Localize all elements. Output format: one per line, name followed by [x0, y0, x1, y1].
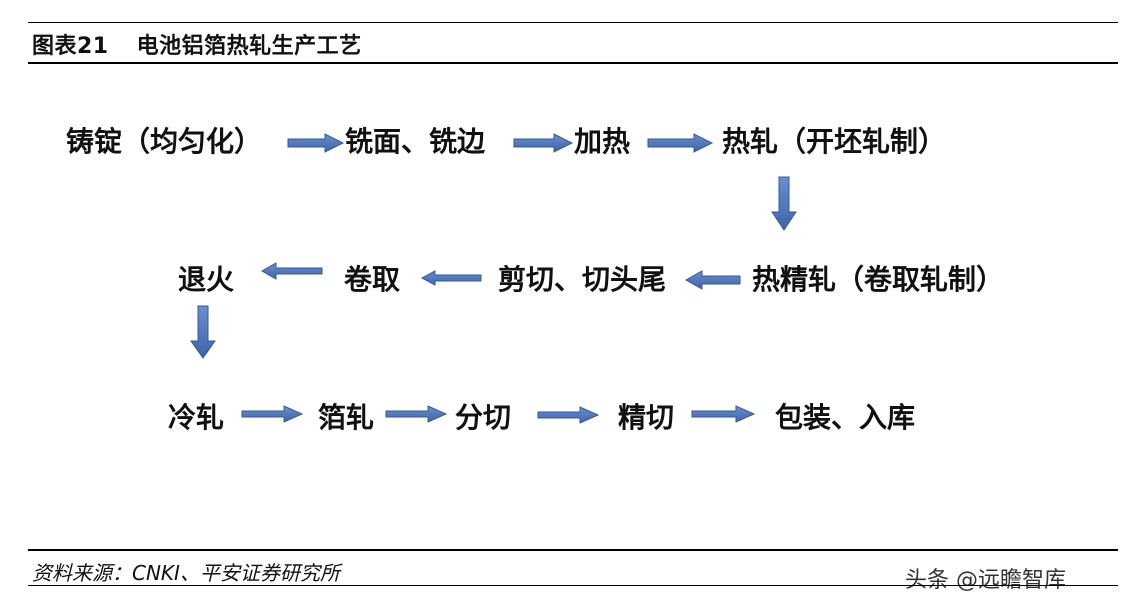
figure-header: 图表21 电池铝箔热轧生产工艺 [32, 28, 362, 60]
node-foil-rolling: 箔轧 [318, 401, 375, 434]
arrow-foil-to-slitting [385, 405, 448, 423]
node-milling: 铣面、铣边 [345, 125, 486, 158]
footer-top-rule [28, 549, 1118, 551]
arrow-annealing-to-cold-rolling [190, 305, 216, 359]
arrow-fine-cutting-to-packing [691, 405, 756, 423]
arrow-coiling-to-annealing [260, 262, 323, 280]
arrow-shearing-to-coiling [420, 270, 482, 286]
node-annealing: 退火 [178, 263, 235, 296]
node-heating: 加热 [574, 125, 631, 158]
node-packing: 包装、入库 [775, 401, 916, 434]
arrow-heating-to-hot-rolling [647, 133, 714, 153]
node-casting: 铸锭（均匀化） [66, 125, 263, 158]
figure-number: 图表21 [32, 34, 109, 59]
arrow-cold-to-foil [241, 405, 304, 423]
node-hot-rolling: 热轧（开坯轧制） [722, 125, 947, 158]
node-finish-hot-rolling: 热精轧（卷取轧制） [752, 263, 1005, 296]
source-note: 资料来源：CNKI、平安证券研究所 [32, 561, 340, 585]
node-slitting: 分切 [455, 401, 512, 434]
arrow-finish-to-shearing [684, 270, 741, 290]
arrow-milling-to-heating [513, 133, 574, 153]
arrow-slitting-to-fine-cutting [537, 406, 600, 424]
watermark: 头条 @远瞻智库 [905, 568, 1066, 593]
header-rule [28, 62, 1118, 64]
node-fine-cutting: 精切 [618, 401, 675, 434]
node-coiling: 卷取 [344, 263, 401, 296]
arrow-casting-to-milling [287, 133, 345, 153]
arrow-hot-rolling-to-finish [771, 176, 797, 231]
node-shearing: 剪切、切头尾 [498, 263, 667, 296]
footer-bottom-rule [28, 585, 1118, 586]
node-cold-rolling: 冷轧 [168, 401, 225, 434]
top-rule [28, 22, 1118, 23]
figure-title: 电池铝箔热轧生产工艺 [136, 34, 362, 59]
